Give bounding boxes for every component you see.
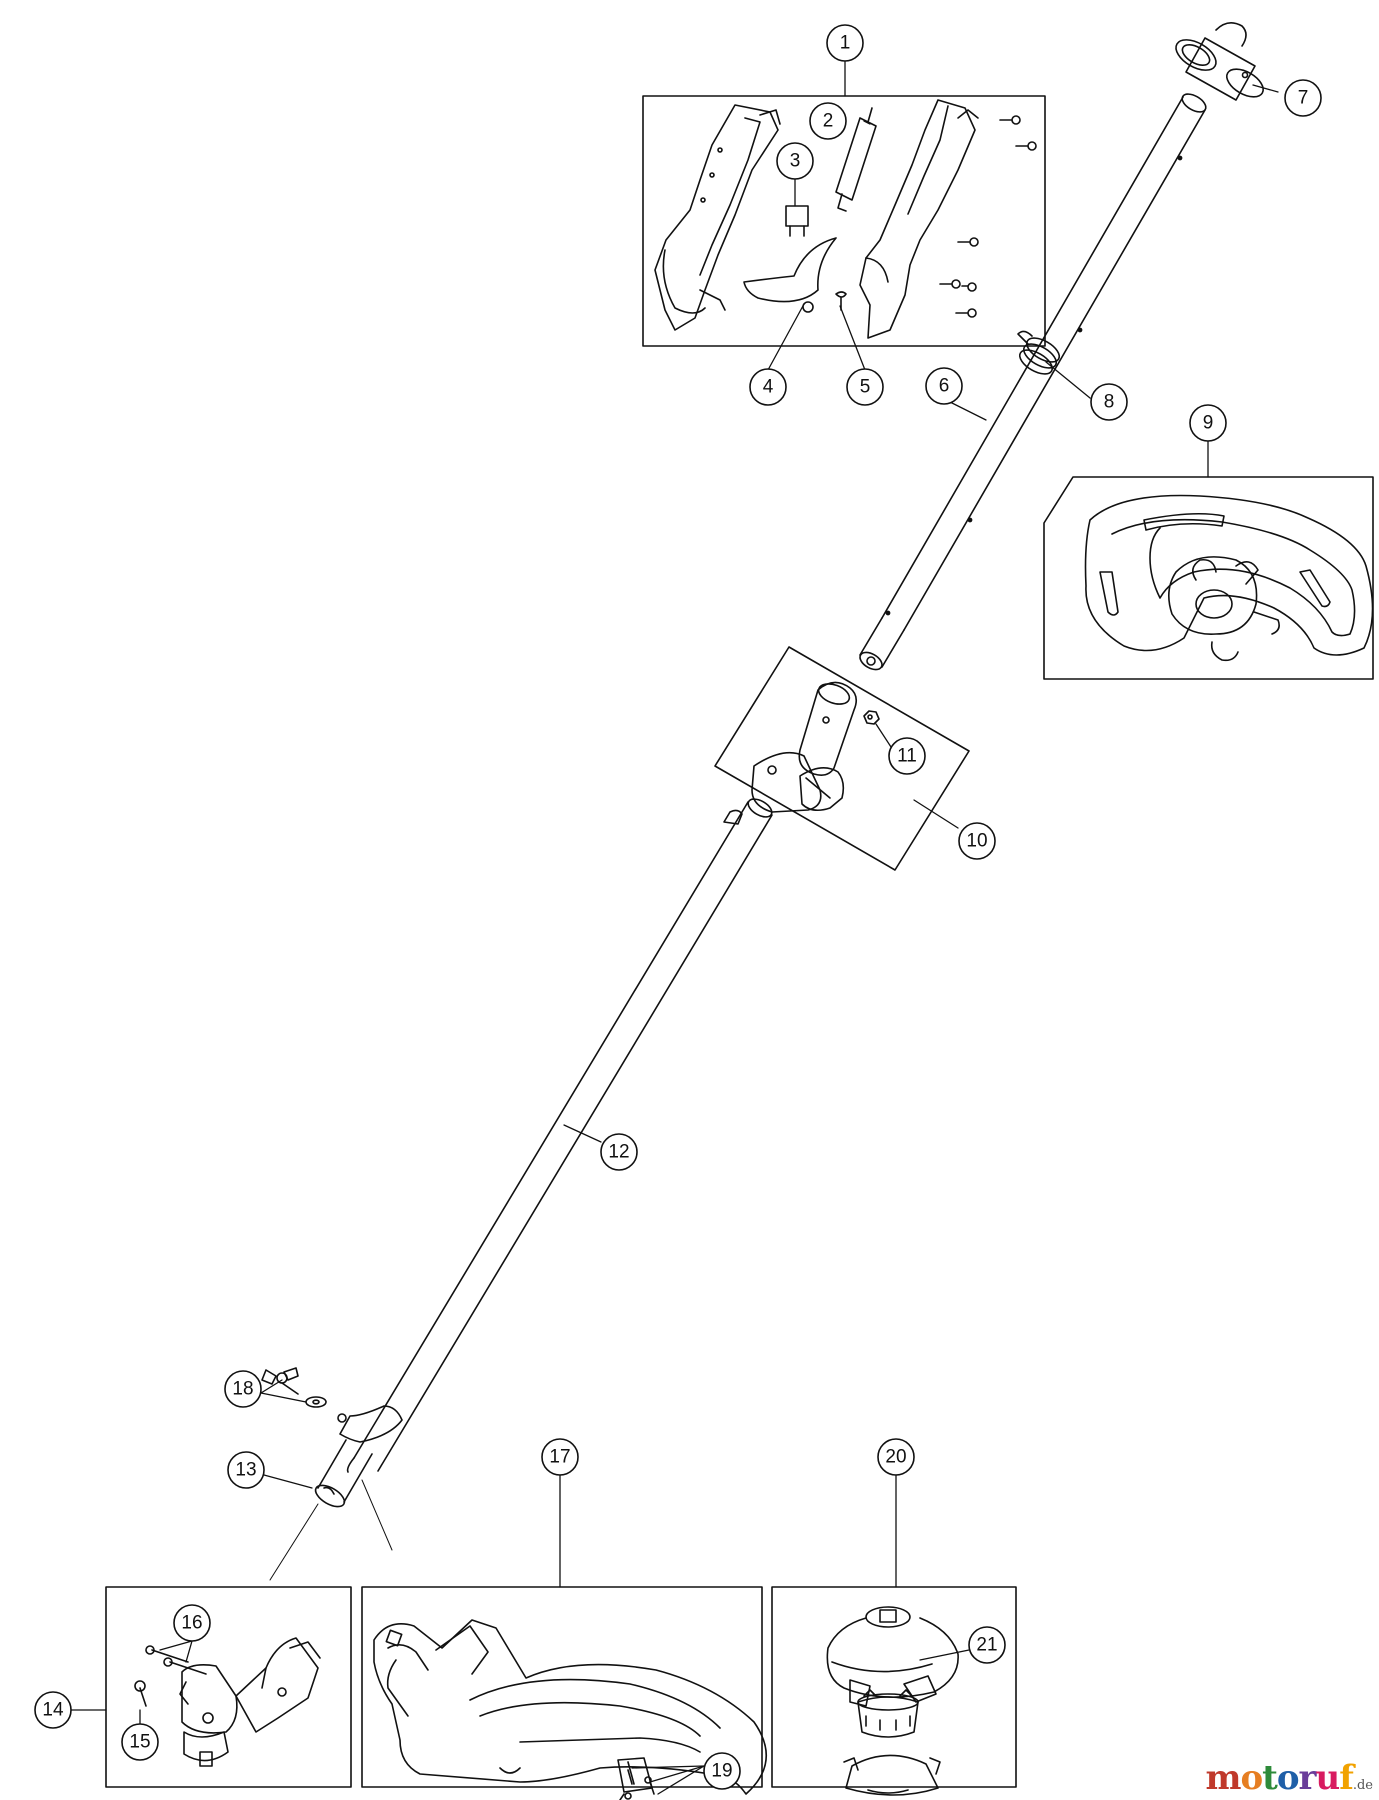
- callout-18: 18: [224, 1370, 262, 1408]
- handle-housing-right-half: [859, 99, 979, 339]
- watermark-tld: .de: [1352, 1778, 1373, 1793]
- callout-4: 4: [749, 368, 787, 406]
- watermark-letter: o: [1240, 1758, 1263, 1798]
- callout-13: 13: [227, 1451, 265, 1489]
- svg-text:18: 18: [232, 1379, 253, 1400]
- callout-9: 9: [1189, 404, 1227, 442]
- watermark-letter: o: [1276, 1758, 1300, 1798]
- auxiliary-handle-part-9: [1084, 494, 1374, 662]
- screws-part-16: [145, 1645, 207, 1675]
- end-cap-part-7: [1175, 22, 1264, 101]
- group-box-auxiliary-handle: [1043, 476, 1374, 680]
- guard-part-17: [373, 1619, 767, 1795]
- svg-text:8: 8: [1104, 392, 1115, 413]
- upper-shaft: [859, 93, 1207, 671]
- callout-6: 6: [925, 367, 963, 405]
- watermark-letter: m: [1205, 1758, 1241, 1798]
- group-box-gearbox: [105, 1586, 352, 1788]
- gearbox-part-14: [179, 1637, 321, 1767]
- svg-text:2: 2: [823, 111, 834, 132]
- callout-8: 8: [1090, 383, 1128, 421]
- screws-part-19: [624, 1769, 655, 1800]
- svg-text:12: 12: [608, 1142, 629, 1163]
- svg-text:5: 5: [860, 377, 871, 398]
- callout-11: 11: [888, 737, 926, 775]
- callout-10: 10: [958, 822, 996, 860]
- coupler-part-10: [751, 681, 858, 813]
- svg-text:10: 10: [966, 831, 987, 852]
- svg-text:20: 20: [885, 1447, 906, 1468]
- svg-text:14: 14: [42, 1700, 64, 1721]
- callout-17: 17: [541, 1438, 579, 1476]
- leader-lines: [70, 60, 1279, 1795]
- lower-shaft-part-12: [314, 798, 773, 1508]
- callout-20: 20: [877, 1438, 915, 1476]
- callout-1: 1: [826, 24, 864, 62]
- svg-text:9: 9: [1203, 413, 1214, 434]
- watermark-letter: f: [1339, 1758, 1354, 1798]
- watermark-letter: r: [1298, 1758, 1317, 1798]
- callout-16: 16: [173, 1604, 211, 1642]
- wing-nut-part-18: [261, 1367, 327, 1408]
- svg-text:1: 1: [840, 33, 851, 54]
- callout-14: 14: [34, 1691, 72, 1729]
- callout-3: 3: [776, 142, 814, 180]
- group-box-handle-housing: [642, 95, 1046, 347]
- svg-text:13: 13: [235, 1460, 256, 1481]
- callout-2: 2: [809, 102, 847, 140]
- svg-text:19: 19: [711, 1761, 732, 1782]
- callout-7: 7: [1284, 79, 1322, 117]
- screw-part-15: [134, 1680, 147, 1707]
- cable-tie-part-8: [1017, 330, 1061, 375]
- svg-text:17: 17: [549, 1447, 570, 1468]
- blade-part-19: [617, 1757, 653, 1800]
- group-box-coupler: [714, 646, 970, 871]
- watermark-letter: u: [1315, 1758, 1340, 1798]
- svg-text:4: 4: [763, 377, 774, 398]
- assembly-line-13-to-14: [269, 1503, 319, 1581]
- svg-text:15: 15: [129, 1732, 150, 1753]
- switch-part-3: [785, 205, 809, 237]
- callout-21: 21: [968, 1626, 1006, 1664]
- watermark-letter: t: [1262, 1758, 1278, 1798]
- svg-text:21: 21: [976, 1635, 997, 1656]
- callout-12: 12: [600, 1133, 638, 1171]
- group-box-guard: [361, 1586, 763, 1788]
- spool-part-21: [857, 1689, 919, 1738]
- handle-housing-left-half: [654, 104, 781, 331]
- handle-screws: [939, 115, 1037, 318]
- callout-15: 15: [121, 1723, 159, 1761]
- assembly-line-shaft-to-guard: [361, 1479, 393, 1551]
- watermark-logo: motoruf.de: [1205, 1758, 1373, 1798]
- group-box-trimmer-head: [771, 1586, 1017, 1788]
- trigger-part-4: [743, 237, 837, 313]
- svg-text:7: 7: [1298, 88, 1309, 109]
- callout-19: 19: [703, 1752, 741, 1790]
- svg-text:11: 11: [897, 746, 917, 767]
- callout-5: 5: [846, 368, 884, 406]
- svg-text:16: 16: [181, 1613, 202, 1634]
- svg-text:6: 6: [939, 376, 950, 397]
- nut-part-11: [863, 710, 880, 725]
- spool-cover: [843, 1754, 941, 1796]
- switch-part-2: [835, 107, 877, 212]
- svg-text:3: 3: [790, 151, 801, 172]
